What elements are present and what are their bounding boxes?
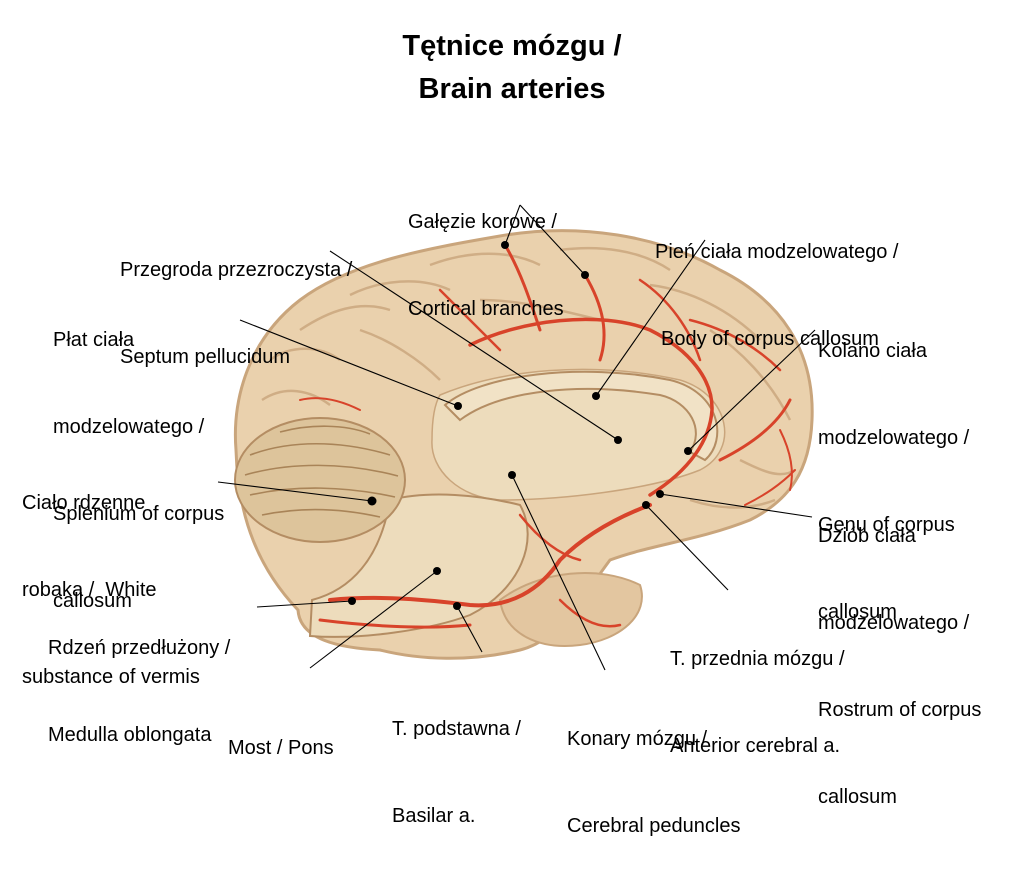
leader-genu: [687, 329, 816, 452]
label-cortical-branches-en: Cortical branches: [408, 298, 564, 320]
label-vermis-line-2: robaka / White: [22, 579, 157, 601]
leader-rostrum: [659, 493, 813, 518]
brainstem: [308, 493, 529, 638]
leader-cortical-1: [504, 204, 521, 246]
leader-anterior: [645, 504, 729, 591]
dot-cortical-2: [581, 271, 589, 279]
label-rostrum-line-1: Dziób ciała: [818, 525, 916, 547]
dot-septum: [614, 436, 622, 444]
dot-peduncles: [508, 471, 516, 479]
leader-septum: [329, 250, 619, 441]
label-splenium-line-3: Splenium of corpus: [53, 503, 225, 525]
leader-splenium: [239, 319, 459, 407]
leader-body: [595, 239, 706, 397]
label-body-corpus-callosum-pl: Pień ciała modzelowatego /: [655, 241, 899, 263]
label-basilar: T. podstawna / Basilar a.: [392, 657, 521, 860]
label-basilar-pl: T. podstawna /: [392, 718, 521, 740]
label-vermis-line-1: Ciało rdzenne: [22, 492, 146, 514]
label-rostrum-line-2: modzelowatego /: [818, 612, 970, 634]
label-medulla: Rdzeń przedłużony / Medulla oblongata: [48, 576, 230, 779]
label-septum-pellucidum-pl: Przegroda przezroczysta /: [120, 259, 353, 281]
leader-peduncles: [511, 474, 606, 671]
label-genu-line-3: Genu of corpus: [818, 514, 955, 536]
label-splenium: Płat ciała modzelowatego / Splenium of c…: [53, 268, 224, 645]
label-genu: Kolano ciała modzelowatego / Genu of cor…: [818, 279, 969, 656]
label-medulla-pl: Rdzeń przedłużony /: [48, 637, 231, 659]
label-splenium-line-2: modzelowatego /: [53, 416, 205, 438]
label-genu-line-1: Kolano ciała: [818, 340, 927, 362]
leader-dots: [348, 241, 692, 610]
leader-vermis: [217, 481, 373, 502]
label-splenium-line-4: callosum: [53, 590, 132, 612]
label-rostrum-line-3: Rostrum of corpus: [818, 699, 982, 721]
label-peduncles-en: Cerebral peduncles: [567, 815, 741, 837]
cerebellum: [234, 417, 406, 543]
label-vermis-line-3: substance of vermis: [22, 666, 200, 688]
leader-lines: [217, 204, 816, 671]
dot-genu: [684, 447, 692, 455]
label-septum-pellucidum-en: Septum pellucidum: [120, 346, 291, 368]
label-anterior-cerebral-en: Anterior cerebral a.: [670, 735, 841, 757]
title-line-1: Tętnice mózgu /: [402, 30, 622, 62]
leader-pons: [309, 570, 438, 669]
dot-rostrum: [656, 490, 664, 498]
label-septum-pellucidum: Przegroda przezroczysta / Septum pelluci…: [120, 198, 352, 401]
dot-basilar: [453, 602, 461, 610]
label-pons: Most / Pons: [228, 676, 334, 792]
dot-medulla: [348, 597, 356, 605]
label-medulla-en: Medulla oblongata: [48, 724, 212, 746]
arteries: [299, 243, 796, 629]
leader-medulla: [256, 600, 353, 608]
label-peduncles-pl: Konary mózgu /: [567, 728, 708, 750]
dot-anterior: [642, 501, 650, 509]
label-splenium-line-1: Płat ciała: [53, 329, 135, 351]
dot-body: [592, 392, 600, 400]
dot-vermis: [367, 496, 377, 506]
title-line-2: Brain arteries: [418, 73, 606, 105]
cerebellum-folia: [244, 425, 399, 518]
dot-pons: [433, 567, 441, 575]
label-body-corpus-callosum-en: Body of corpus callosum: [661, 328, 879, 350]
leader-cortical-2: [519, 204, 586, 276]
label-peduncles: Konary mózgu / Cerebral peduncles: [567, 667, 740, 870]
dot-splenium: [454, 402, 462, 410]
label-anterior-cerebral: T. przednia mózgu / Anterior cerebral a.: [670, 587, 845, 790]
label-cortical-branches: Gałęzie korowe / Cortical branches: [408, 150, 564, 353]
leader-basilar: [456, 605, 483, 653]
label-genu-line-4: callosum: [818, 601, 897, 623]
brain-diagram: [217, 204, 816, 671]
corpus-callosum: [443, 370, 719, 462]
gyri: [261, 246, 796, 509]
dot-cortical-1: [501, 241, 509, 249]
label-cortical-branches-pl: Gałęzie korowe /: [408, 211, 557, 233]
label-anterior-cerebral-pl: T. przednia mózgu /: [670, 648, 845, 670]
label-pons-text: Most / Pons: [228, 737, 334, 759]
label-basilar-en: Basilar a.: [392, 805, 476, 827]
label-body-corpus-callosum: Pień ciała modzelowatego / Body of corpu…: [655, 180, 898, 383]
label-vermis: Ciało rdzenne robaka / White substance o…: [22, 431, 200, 721]
label-genu-line-2: modzelowatego /: [818, 427, 970, 449]
